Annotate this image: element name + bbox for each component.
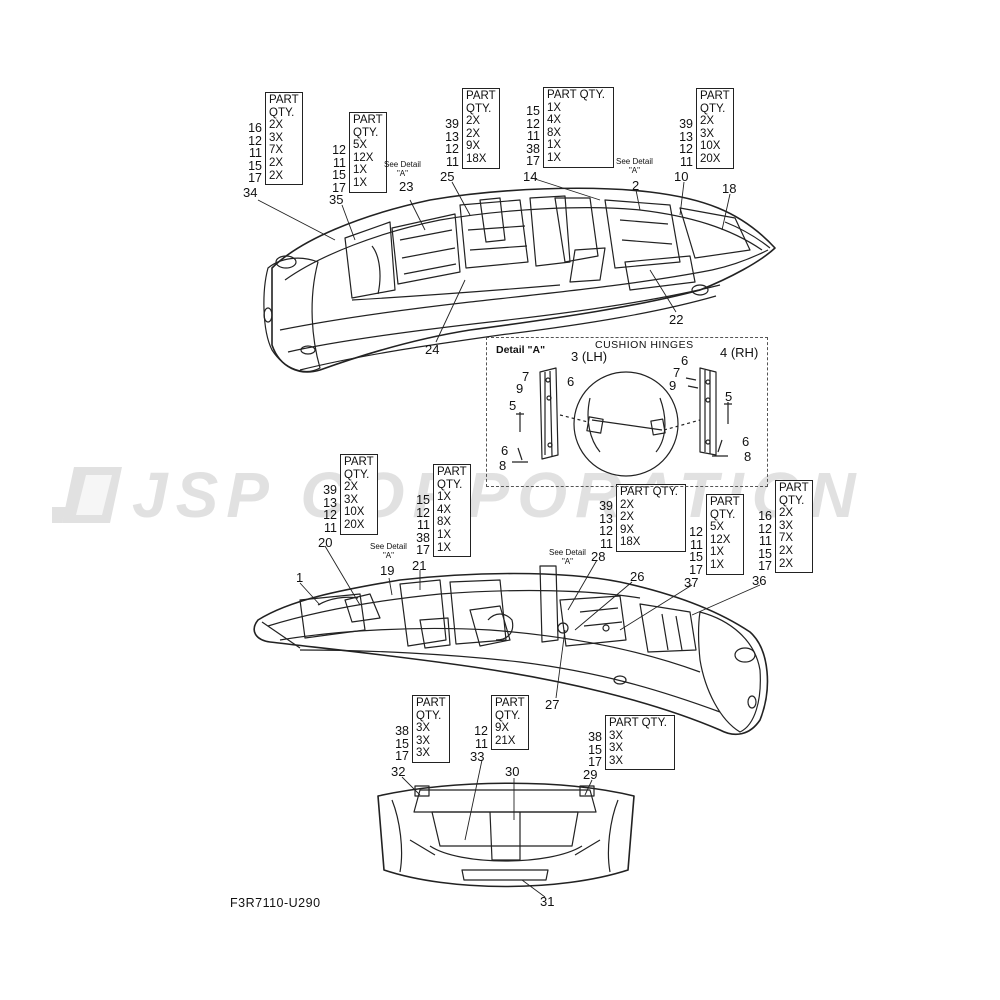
see-detail-note: See Detail"A" xyxy=(370,542,407,560)
see-detail-note: See Detail"A" xyxy=(549,548,586,566)
callout-label: 26 xyxy=(630,569,645,584)
detail-title: Detail "A" xyxy=(496,344,546,356)
leader-lines xyxy=(257,177,761,898)
callout-label: 37 xyxy=(684,575,699,590)
detail-callout: 5 xyxy=(509,398,517,413)
callout-label: 27 xyxy=(545,697,560,712)
detail-callout: 6 xyxy=(501,443,509,458)
callout-label: 32 xyxy=(391,764,406,779)
callout-label: 31 xyxy=(540,894,555,909)
callout-label: 21 xyxy=(412,558,427,573)
see-detail-note: See Detail"A" xyxy=(616,157,653,175)
callout-label: 22 xyxy=(669,312,684,327)
detail-callout: 8 xyxy=(744,449,752,464)
callout-label: 1 xyxy=(296,570,304,585)
detail-callout: 5 xyxy=(725,389,733,404)
hinge-lh-label: 3 (LH) xyxy=(571,349,608,364)
detail-callout: 6 xyxy=(567,374,575,389)
callout-label: 2 xyxy=(632,178,640,193)
detail-callout: 9 xyxy=(669,378,677,393)
hinge-detail-art xyxy=(512,367,732,477)
hinge-rh-label: 4 (RH) xyxy=(720,345,759,360)
callout-label: 23 xyxy=(399,179,414,194)
callout-label: 14 xyxy=(523,169,538,184)
see-detail-note: See Detail"A" xyxy=(384,160,421,178)
detail-callout: 6 xyxy=(742,434,750,449)
detail-callout: 8 xyxy=(499,458,507,473)
callout-label: 20 xyxy=(318,535,333,550)
bow-view xyxy=(377,782,635,888)
callout-label: 29 xyxy=(583,767,598,782)
callout-label: 24 xyxy=(425,342,440,357)
detail-callout: 6 xyxy=(681,353,689,368)
callout-label: 28 xyxy=(591,549,606,564)
detail-callout: 7 xyxy=(522,369,530,384)
detail-a-box: Detail "A" CUSHION HINGES 3 (LH) 4 (RH) … xyxy=(486,337,768,487)
callout-label: 25 xyxy=(440,169,455,184)
callout-label: 19 xyxy=(380,563,395,578)
middle-boat-deck xyxy=(253,565,769,736)
drawing-code: F3R7110-U290 xyxy=(230,896,321,910)
callout-label: 10 xyxy=(674,169,689,184)
detail-callout: 7 xyxy=(673,365,681,380)
detail-subtitle: CUSHION HINGES xyxy=(595,339,694,351)
callout-label: 34 xyxy=(243,185,258,200)
callout-label: 33 xyxy=(470,749,485,764)
callout-label: 30 xyxy=(505,764,520,779)
callout-label: 35 xyxy=(329,192,344,207)
top-boat-deck xyxy=(263,187,776,373)
detail-callout: 9 xyxy=(516,381,524,396)
callout-label: 18 xyxy=(722,181,737,196)
callout-label: 36 xyxy=(752,573,767,588)
